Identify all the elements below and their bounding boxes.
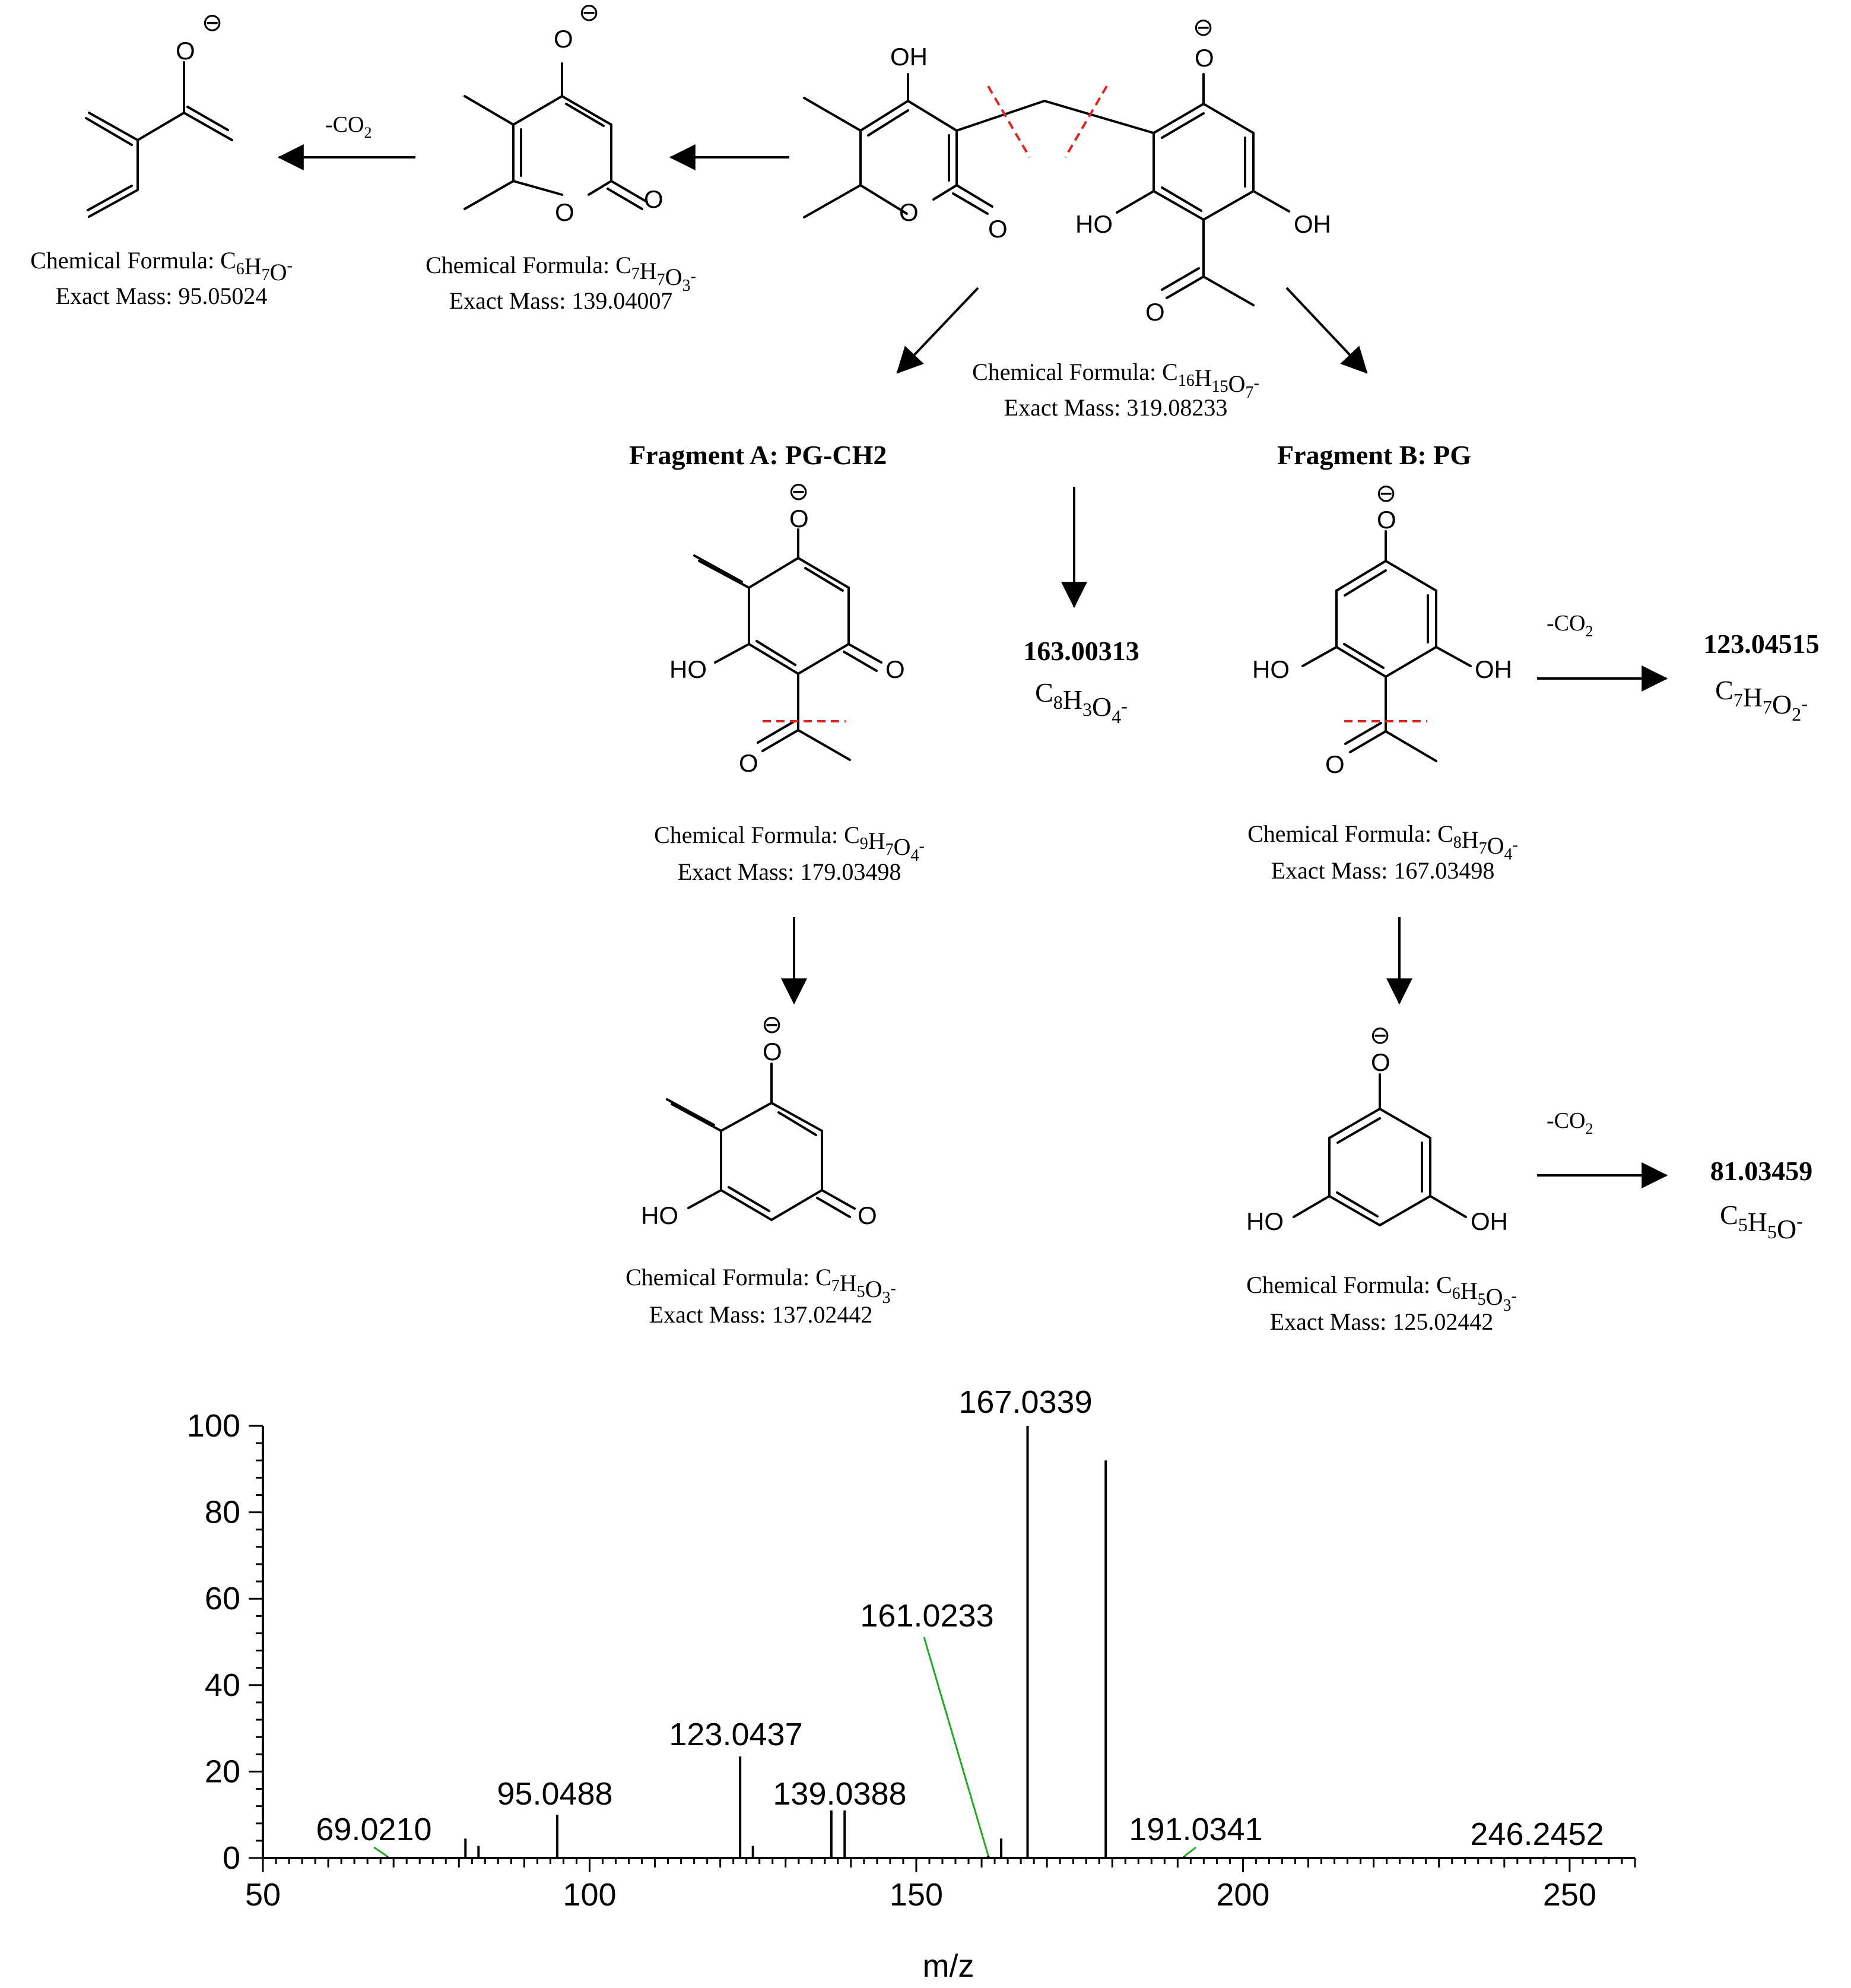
fragA-acetyl-O: O (739, 749, 758, 777)
y-tick-label: 0 (223, 1840, 240, 1876)
charge-icon: ⊖ (788, 477, 809, 505)
parent-formula-caption: Chemical Formula: C16H15O7- (972, 359, 1259, 402)
fragB-acetyl-O: O (1325, 750, 1345, 778)
y-tick-label: 20 (205, 1754, 240, 1789)
parent-OH: OH (890, 43, 928, 71)
parent-O-minus: O (1195, 44, 1214, 72)
product-right1-mass: 123.04515 (1703, 629, 1820, 659)
x-tick-label: 200 (1216, 1877, 1269, 1913)
charge-icon: ⊖ (202, 8, 223, 36)
x-axis-label: m/z (923, 1948, 974, 1984)
fragA-title: Fragment A: PG-CH2 (629, 440, 887, 470)
fragmentB-structure (1301, 530, 1472, 762)
parent-HO: HO (1075, 210, 1113, 238)
fragA-formula-caption: Chemical Formula: C9H7O4- (654, 822, 925, 865)
fragA-O-minus: O (789, 505, 809, 532)
product-right1-formula: C7H7O2- (1715, 675, 1808, 725)
fragmentB2-structure (1293, 1073, 1467, 1226)
fragmentA-structure (693, 528, 882, 761)
fragA2-HO: HO (641, 1201, 678, 1229)
fragB2-formula-caption: Chemical Formula: C6H5O3- (1246, 1272, 1517, 1315)
y-tick-label: 60 (205, 1581, 240, 1616)
fragA2-O-minus: O (763, 1038, 782, 1066)
parent-ring-O: O (899, 198, 919, 226)
pyrone-structure (463, 62, 648, 210)
annotation-leader (1183, 1846, 1196, 1857)
fragB2-mass-caption: Exact Mass: 125.02442 (1270, 1308, 1494, 1335)
product-center-formula: C8H3O4- (1035, 677, 1128, 727)
ms-spectrum-chart: 50 100 150 200 250 0 20 40 60 80 100 m/z 69.0210 95.0… (187, 1384, 1636, 1984)
charge-icon: ⊖ (1193, 13, 1214, 41)
y-tick-label: 80 (205, 1495, 240, 1530)
fragB-mass-caption: Exact Mass: 167.03498 (1271, 857, 1495, 884)
parent-mass-caption: Exact Mass: 319.08233 (1004, 394, 1228, 421)
x-tick-label: 250 (1543, 1877, 1596, 1913)
fragB-O-minus: O (1377, 506, 1396, 534)
loss-label-top: -CO2 (325, 112, 372, 141)
x-tick-label: 100 (563, 1877, 616, 1913)
annotation-leader (923, 1637, 989, 1856)
parent-carbonyl-O: O (988, 215, 1008, 243)
arrow-parent-to-fragA (896, 287, 979, 374)
diene-O: O (176, 37, 195, 65)
pyrone-formula-caption: Chemical Formula: C7H7O3- (426, 252, 696, 295)
fragmentA2-structure (666, 1063, 856, 1221)
y-tick-label: 100 (187, 1408, 240, 1444)
fragA2-carbonyl-O: O (858, 1201, 877, 1229)
x-tick-label: 150 (890, 1877, 943, 1913)
fragB2-OH: OH (1471, 1207, 1508, 1235)
charge-icon: ⊖ (579, 0, 599, 26)
parent-structure (803, 73, 1290, 306)
fragA-HO: HO (669, 655, 707, 683)
fragB2-O-minus: O (1371, 1048, 1390, 1076)
peak-label: 246.2452 (1470, 1816, 1604, 1852)
charge-icon: ⊖ (1376, 479, 1396, 507)
parent-acetyl-O: O (1145, 298, 1165, 326)
charge-icon: ⊖ (761, 1010, 782, 1038)
diene-structure (85, 61, 233, 218)
x-tick-label: 50 (245, 1877, 281, 1913)
loss-label-right1: -CO2 (1547, 611, 1593, 640)
peak-label: 139.0388 (773, 1776, 906, 1812)
peak-label: 95.0488 (497, 1776, 612, 1812)
loss-label-right2: -CO2 (1547, 1108, 1593, 1137)
arrow-parent-to-fragB (1285, 287, 1368, 374)
parent-OH-right: OH (1294, 210, 1331, 238)
peak-label: 123.0437 (669, 1717, 802, 1752)
pyrone-mass-caption: Exact Mass: 139.04007 (449, 287, 673, 314)
product-right2-mass: 81.03459 (1710, 1156, 1813, 1186)
pyrone-ring-O: O (555, 198, 574, 226)
cleavage-mark-left (987, 85, 1031, 158)
fragB-OH: OH (1475, 655, 1512, 683)
peak-label: 161.0233 (860, 1598, 993, 1634)
product-center-mass: 163.00313 (1023, 636, 1139, 666)
annotation-leader (373, 1846, 388, 1857)
fragA-mass-caption: Exact Mass: 179.03498 (678, 858, 901, 885)
fragB-HO: HO (1252, 655, 1290, 683)
fragA-carbonyl-O: O (885, 655, 905, 683)
diene-mass-caption: Exact Mass: 95.05024 (56, 283, 268, 309)
charge-icon: ⊖ (1370, 1021, 1390, 1049)
pyrone-carbonyl-O: O (644, 185, 663, 213)
diene-formula-caption: Chemical Formula: C6H7O- (30, 247, 293, 286)
fragB2-HO: HO (1246, 1207, 1284, 1235)
fragB-title: Fragment B: PG (1277, 440, 1471, 470)
cleavage-mark-right (1064, 85, 1108, 158)
peak-label: 191.0341 (1129, 1812, 1262, 1847)
y-tick-label: 40 (205, 1667, 240, 1703)
fragA2-mass-caption: Exact Mass: 137.02442 (649, 1301, 873, 1328)
peak-label: 167.0339 (958, 1384, 1092, 1420)
fragB-formula-caption: Chemical Formula: C8H7O4- (1247, 820, 1518, 864)
product-right2-formula: C5H5O- (1720, 1200, 1803, 1244)
peak-label: 69.0210 (316, 1812, 431, 1847)
fragA2-formula-caption: Chemical Formula: C7H5O3- (626, 1264, 896, 1307)
pyrone-O-minus: O (554, 25, 573, 53)
